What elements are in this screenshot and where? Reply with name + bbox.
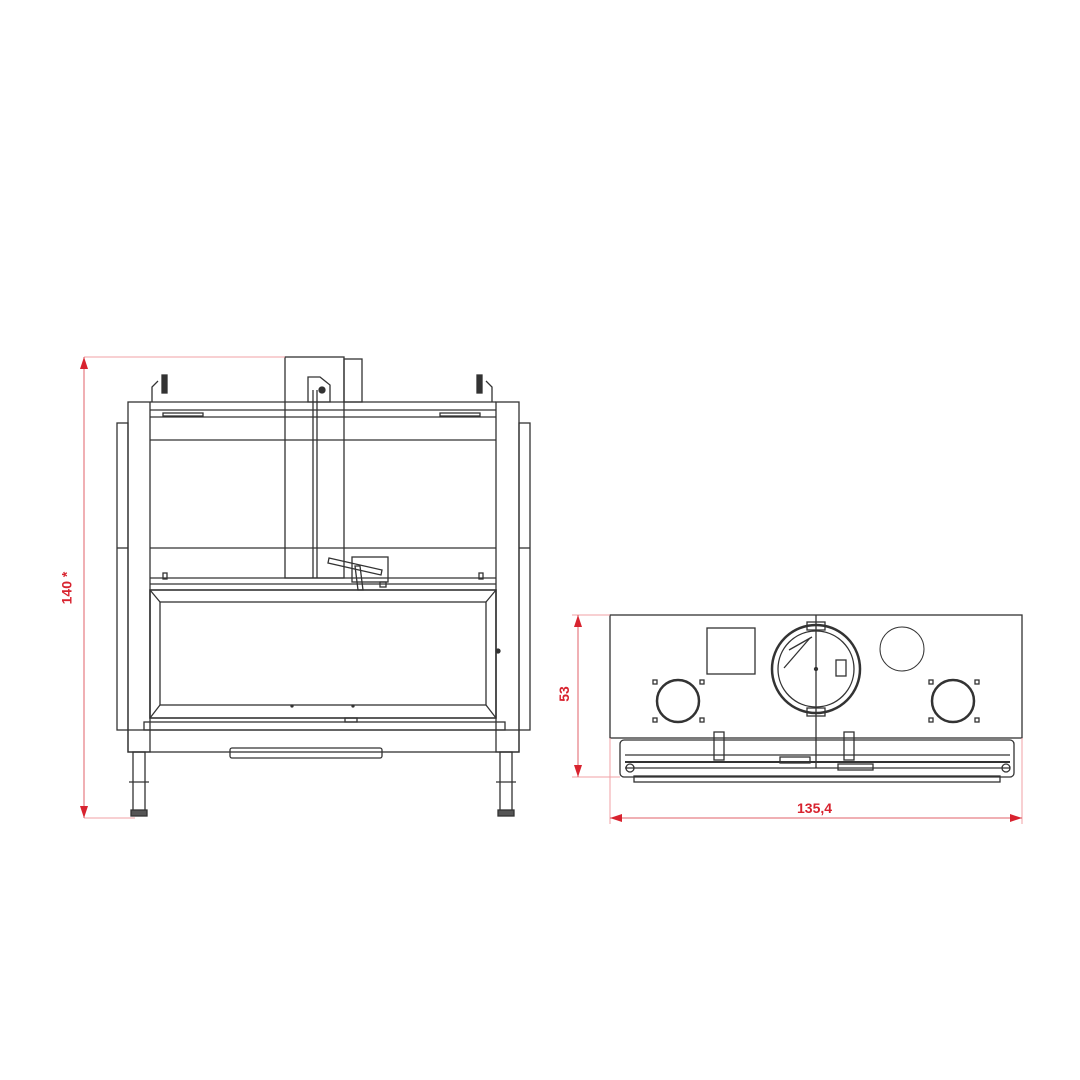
depth-dimension-label: 53 [555, 686, 572, 702]
front-view [116, 356, 531, 817]
height-dimension-label: 140 * [58, 571, 75, 605]
dimension-lines [80, 356, 1023, 824]
width-dimension-label: 135,4 [797, 800, 833, 816]
top-view [609, 614, 1023, 783]
